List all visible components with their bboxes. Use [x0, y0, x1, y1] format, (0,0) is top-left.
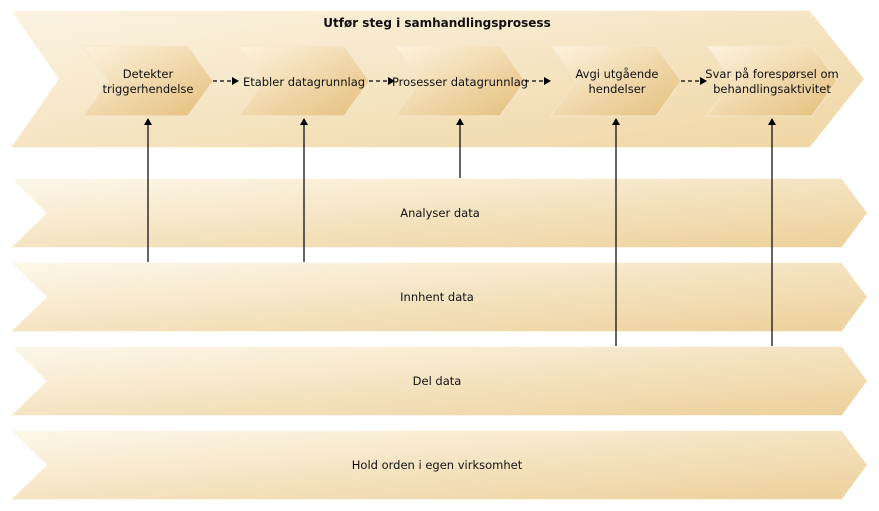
step-label-line1: Etabler datagrunnlag	[243, 75, 365, 89]
support-band-label: Hold orden i egen virksomhet	[352, 458, 523, 472]
support-band-label: Analyser data	[400, 206, 480, 220]
support-band-keep-order: Hold orden i egen virksomhet	[8, 429, 869, 501]
step-label-line1: Detekter	[123, 67, 174, 81]
step-process-data-basis: Prosesser datagrunnlag	[392, 45, 528, 117]
step-label-line2: behandlingsaktivitet	[713, 82, 831, 96]
step-emit-outgoing-events: Avgi utgående hendelser	[550, 45, 682, 117]
support-band-label: Innhent data	[400, 290, 474, 304]
support-band-gather-data: Innhent data	[8, 261, 869, 333]
step-respond-to-request: Svar på forespørsel om behandlingsaktivi…	[705, 45, 839, 117]
support-connectors	[144, 118, 776, 346]
step-label-line1: Prosesser datagrunnlag	[392, 75, 528, 89]
support-band-label: Del data	[413, 374, 462, 388]
step-label-line1: Avgi utgående	[575, 67, 658, 81]
step-establish-data-basis: Etabler datagrunnlag	[238, 45, 370, 117]
main-process-title: Utfør steg i samhandlingsprosess	[323, 16, 550, 30]
support-band-analyse-data: Analyser data	[8, 177, 869, 249]
support-band-share-data: Del data	[8, 345, 869, 417]
step-label-line2: hendelser	[588, 82, 645, 96]
step-label-line1: Svar på forespørsel om	[705, 67, 838, 81]
step-detect-trigger: Detekter triggerhendelse	[82, 45, 214, 117]
step-label-line2: triggerhendelse	[103, 82, 194, 96]
